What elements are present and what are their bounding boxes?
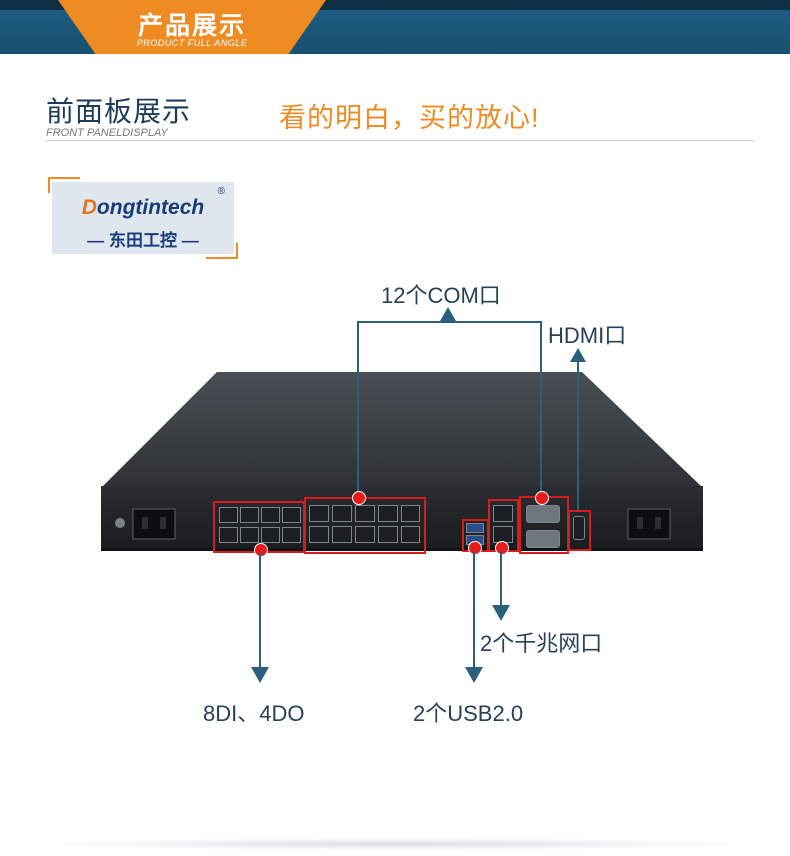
- com-port: [401, 526, 420, 543]
- lan-connector: [500, 551, 502, 606]
- registered-mark: ®: [217, 186, 225, 197]
- hdmi-port: [573, 516, 585, 540]
- dido-port: [219, 507, 238, 523]
- marker-dot: [495, 541, 509, 555]
- arrow-down-icon: [251, 667, 269, 683]
- com-port: [378, 505, 398, 522]
- dido-port: [240, 527, 259, 543]
- banner-subtitle: PRODUCT FULL ANGLE: [136, 38, 248, 48]
- com-port: [378, 526, 398, 543]
- dido-connector: [259, 553, 261, 668]
- com-port: [309, 505, 329, 522]
- com-connector-right: [540, 321, 542, 497]
- usb-label: 2个USB2.0: [413, 701, 524, 726]
- lan-port: [493, 505, 513, 522]
- marker-dot: [254, 543, 268, 557]
- dido-port: [219, 527, 238, 543]
- slogan: 看的明白，买的放心!: [279, 103, 540, 133]
- arrow-down-icon: [465, 667, 483, 683]
- marker-dot: [352, 491, 366, 505]
- arrow-up-icon: [440, 307, 456, 321]
- dido-label: 8DI、4DO: [203, 701, 305, 726]
- logo-cn: — 东田工控 —: [87, 231, 199, 250]
- lan-label: 2个千兆网口: [480, 631, 603, 656]
- com-port: [332, 526, 352, 543]
- com-connector-left: [357, 321, 359, 497]
- section-title: 前面板展示: [46, 96, 192, 127]
- com-label: 12个COM口: [381, 283, 501, 308]
- arrow-down-icon: [492, 605, 510, 621]
- corner-accent: [48, 177, 80, 193]
- dido-port: [261, 527, 280, 543]
- db9-port: [526, 505, 560, 523]
- divider: [46, 140, 754, 141]
- dido-port: [282, 527, 301, 543]
- marker-dot: [468, 541, 482, 555]
- corner-accent: [206, 243, 238, 259]
- usb-connector: [473, 551, 475, 668]
- banner-title: 产品展示: [137, 12, 246, 40]
- com-port: [355, 526, 375, 543]
- section-subtitle: FRONT PANELDISPLAY: [46, 127, 168, 139]
- com-highlight: [304, 497, 426, 554]
- marker-dot: [535, 491, 549, 505]
- com-port: [332, 505, 352, 522]
- com-port: [401, 505, 420, 522]
- hdmi-label: HDMI口: [548, 323, 627, 348]
- arrow-up-icon: [570, 348, 586, 362]
- com-port: [309, 526, 329, 543]
- dido-port: [282, 507, 301, 523]
- usb-port: [466, 523, 484, 533]
- bottom-shadow: [30, 838, 760, 850]
- logo-wordmark: Dongtintech: [81, 196, 205, 219]
- dido-port: [240, 507, 259, 523]
- brand-logo: Dongtintech ® — 东田工控 —: [48, 177, 238, 259]
- dido-port: [261, 507, 280, 523]
- com-port: [355, 505, 375, 522]
- banner-tab: 产品展示 PRODUCT FULL ANGLE: [58, 0, 326, 54]
- hdmi-connector: [577, 360, 579, 510]
- hdmi-highlight: [568, 510, 591, 551]
- db9-port: [526, 530, 560, 548]
- com-connector-h: [357, 321, 541, 323]
